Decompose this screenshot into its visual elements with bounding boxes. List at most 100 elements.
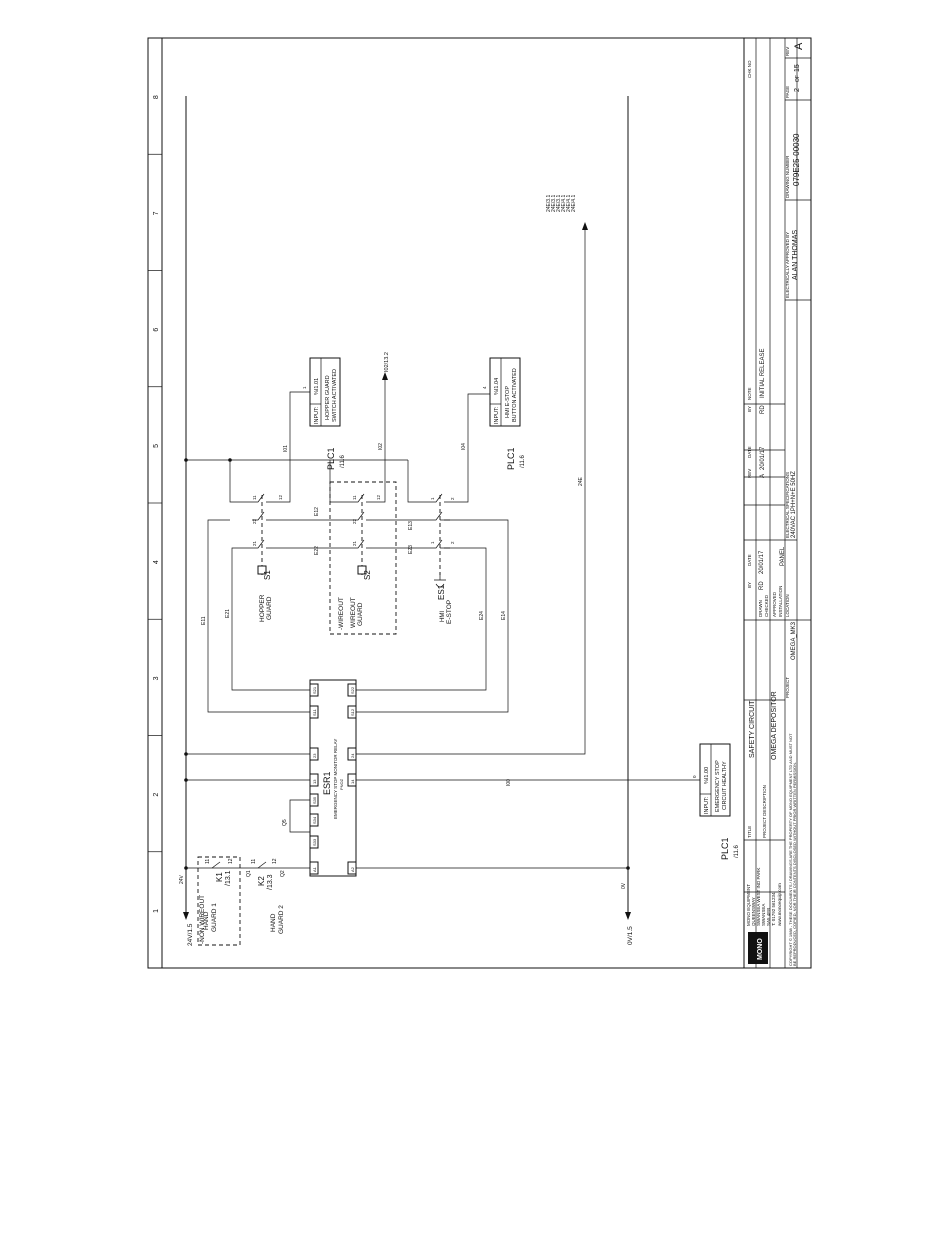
esr1-terminal-label: 24 (350, 753, 355, 758)
plc-input-label: INPUT: (494, 406, 500, 424)
hand-guard-wire-label: Q1 (246, 870, 252, 877)
company-line: SA5 4EB (766, 908, 771, 926)
plc-input-text-b: CIRCUIT HEALTHY (722, 761, 728, 810)
plc-input-box (699, 743, 731, 817)
plc-input-address: %I1.00 (704, 767, 710, 784)
esr1-24-out (356, 230, 586, 755)
s1-contact-num: 21 (252, 540, 257, 546)
es1-no-contact (430, 511, 450, 521)
device-s1-hopper-guard: S1 HOPPER GUARD 21 22 11 12 (252, 493, 283, 622)
wire-label-i04: I04 (461, 443, 467, 450)
esr1-s34-s35-link (289, 799, 310, 833)
hand-guard-1-label-a: HAND (203, 911, 210, 930)
rail-24v-arrow (183, 912, 189, 920)
zone-ticks (148, 153, 162, 853)
checked-label: CHECKED (764, 594, 769, 617)
drawing-title: SAFETY CIRCUIT (749, 700, 756, 758)
wire-label-i00: I00 (506, 779, 512, 786)
s1-no-feed (229, 460, 252, 503)
rev-note: INITIAL RELEASE (760, 349, 766, 398)
s2-contact-num: 12 (376, 494, 381, 500)
esr1-terminal-label: S11 (312, 708, 317, 716)
wire-label-e22: E22 (314, 546, 320, 555)
esr1-sub: PNOZ (339, 778, 344, 790)
plc-tag: PLC1 (326, 447, 336, 470)
drawn-header: DATE (747, 554, 752, 566)
company-line: SWANSEA (761, 904, 766, 926)
plc-input-label: INPUT: (314, 406, 320, 424)
installation: PANEL (780, 546, 786, 566)
s2-no-contact (352, 511, 372, 521)
s2-wireout-group (329, 481, 397, 635)
rev-header: DATE (747, 446, 752, 458)
rev-box: A (793, 42, 805, 50)
hand-guard-group-tag: -NON WIREOUT (199, 895, 206, 944)
rail-24v-net: 24V (179, 874, 185, 884)
cross-ref-24e: 24E/3.1 (551, 195, 557, 212)
esr1-terminal-label: A1 (312, 866, 317, 872)
s2-contact-num: 21 (352, 540, 357, 546)
hand-guard-1-contact (211, 861, 221, 869)
wire-label-e14: E14 (501, 611, 507, 620)
hand-guard-terminal: 11 (205, 859, 211, 864)
page-number: 2 (794, 88, 801, 92)
installation-label: INSTALLATION (778, 586, 783, 617)
cross-ref-24e: 24E/4.1 (561, 195, 567, 212)
s2-name-b: GUARD (357, 602, 364, 626)
s2-tag: S2 (363, 570, 372, 580)
plc-pin: 4 (482, 386, 487, 389)
esr1-terminal-label: S35 (312, 796, 317, 804)
s1-contact-num: 12 (278, 494, 283, 500)
plc-input-text-b: SWITCH ACTIVATED (332, 369, 338, 422)
s2-contact-num: 22 (352, 518, 357, 524)
zone-label: 7 (153, 211, 160, 215)
cross-ref-i02: I02/13.2 (384, 352, 390, 372)
cross-ref-24e: 24E/3.1 (556, 195, 562, 212)
rev-letter: A (760, 474, 766, 478)
s1-name-b: GUARD (266, 596, 273, 620)
company-line: T: 01792 561234 (771, 892, 776, 926)
s1-nc-contact (252, 539, 272, 549)
loop-e11 (207, 519, 310, 713)
rev-date: 20/01/17 (760, 446, 766, 470)
s1-name-a: HOPPER (259, 594, 266, 622)
es1-no-out (450, 393, 490, 503)
plc-ref: /11.6 (340, 454, 346, 468)
wire-label-e11: E11 (201, 616, 207, 625)
company-logo-text: MONO (757, 938, 764, 960)
s2-contact-num: 11 (352, 495, 357, 500)
approved-by: ALAN THOMAS (792, 230, 799, 280)
plc-input-address: %I1.01 (314, 378, 320, 395)
company-line: QUEENSWAY (751, 897, 756, 926)
plc-input-address: %I1.04 (494, 378, 500, 395)
zone-label: 8 (153, 95, 160, 99)
drawing-number-label: DRAWING NUMBER (785, 155, 790, 198)
plc-tag: PLC1 (506, 447, 516, 470)
hand-guard-1-label-b: GUARD 1 (211, 903, 218, 932)
plc-input-hmi-estop: INPUT: %I1.04 HMI E-STOP BUTTON ACTIVATE… (482, 357, 526, 470)
device-es1-hmi-estop: ES1 HMI E-STOP 1 2 1 2 (430, 493, 455, 624)
esr1-link-wire: Q5 (282, 819, 288, 826)
es1-name-b: E-STOP (446, 600, 453, 624)
hand-guard-2-relay-ref: /13.3 (267, 874, 274, 890)
project-description: OMEGA DEPOSITOR (771, 691, 778, 760)
s1-actuator-icon (257, 565, 267, 575)
esr1-terminal-label: 23 (312, 753, 317, 758)
junction (184, 752, 188, 756)
esr1-terminal (309, 813, 319, 827)
company-line: SWANSEA WEST IND PARK (756, 868, 761, 926)
location-label: LOCATION (785, 594, 790, 617)
s1-contact-num: 11 (252, 495, 257, 500)
wire-label-e24: E24 (479, 611, 485, 620)
zone-label: 4 (153, 560, 160, 564)
plc-input-label: INPUT: (704, 796, 710, 814)
sheet-border (147, 37, 812, 969)
esr1-tag: ESR1 (322, 771, 332, 795)
plc-input-box (489, 357, 521, 427)
plc-input-text-a: HOPPER GUARD (325, 375, 331, 420)
wire-label-e21: E21 (225, 609, 231, 618)
junction (626, 866, 630, 870)
esr1-terminal (309, 835, 319, 849)
i02-arrow (382, 372, 388, 380)
